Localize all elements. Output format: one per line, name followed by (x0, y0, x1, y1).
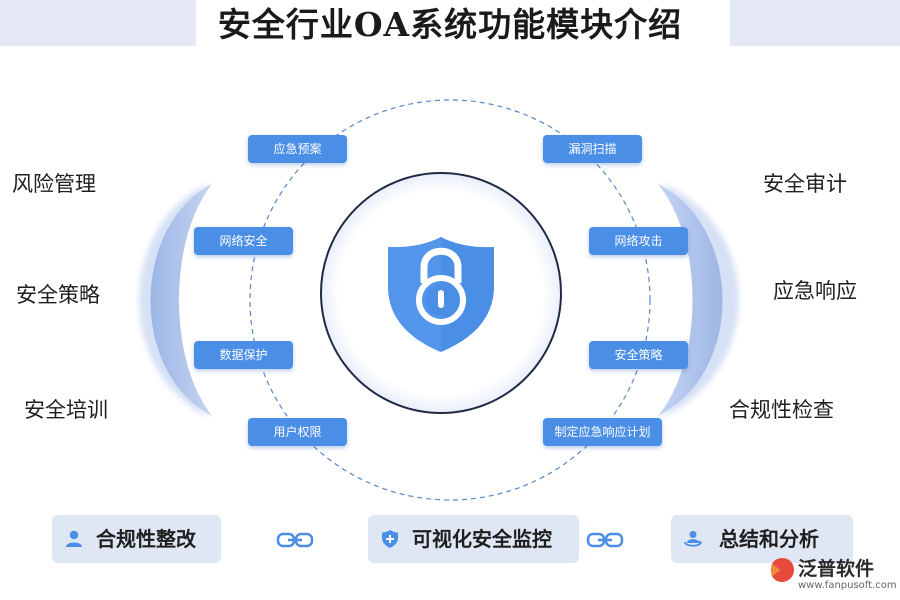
brand-name: 泛普软件 (798, 558, 875, 580)
pill-emergency-response-plan[interactable]: 制定应急响应计划 (543, 418, 662, 446)
page-title: 安全行业OA系统功能模块介绍 (217, 5, 683, 44)
label-security-strategy: 安全策略 (16, 283, 100, 307)
brand-logo: 泛普软件 www.fanpusoft.com (768, 554, 897, 598)
pill-vulnerability-scan[interactable]: 漏洞扫描 (543, 135, 642, 163)
summary-analysis-label: 总结和分析 (719, 527, 819, 551)
pill-network-security[interactable]: 网络安全 (194, 227, 293, 255)
shield-plus-icon (382, 530, 398, 548)
summary-analysis-button[interactable]: 总结和分析 (671, 515, 853, 563)
left-crescent-glow (138, 183, 210, 418)
brand-url: www.fanpusoft.com (798, 580, 897, 591)
pill-network-attack[interactable]: 网络攻击 (589, 227, 688, 255)
pill-security-policy[interactable]: 安全策略 (589, 341, 688, 369)
label-security-audit: 安全审计 (763, 172, 847, 196)
label-security-training: 安全培训 (24, 398, 108, 422)
user-icon (66, 530, 82, 547)
pill-emergency-plan[interactable]: 应急预案 (248, 135, 347, 163)
compliance-rectification-button[interactable]: 合规性整改 (52, 515, 221, 563)
title-bar: 安全行业OA系统功能模块介绍 (0, 0, 900, 46)
left-crescent (150, 184, 212, 416)
shield-lock-icon (388, 237, 494, 352)
compliance-rectification-label: 合规性整改 (96, 527, 196, 551)
visual-security-monitoring-button[interactable]: 可视化安全监控 (368, 515, 579, 563)
label-compliance-check: 合规性检查 (729, 398, 834, 422)
chain-link-icon (586, 532, 624, 548)
chain-link-icon (276, 532, 314, 548)
user-sync-icon (684, 531, 702, 547)
right-crescent (658, 184, 723, 416)
title-band-inner (196, 0, 730, 46)
label-risk-management: 风险管理 (12, 172, 96, 196)
visual-security-monitoring-label: 可视化安全监控 (412, 527, 552, 551)
brand-logo-icon (770, 558, 794, 582)
pill-user-permissions[interactable]: 用户权限 (248, 418, 347, 446)
label-emergency-response: 应急响应 (773, 279, 857, 303)
dashed-orbit (249, 99, 651, 501)
pill-data-protection[interactable]: 数据保护 (194, 341, 293, 369)
